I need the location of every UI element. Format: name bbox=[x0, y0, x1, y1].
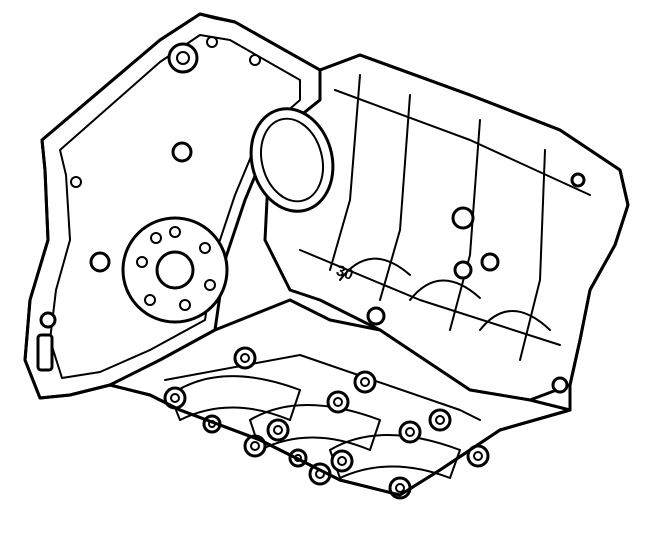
front-dowel-1 bbox=[249, 54, 261, 66]
flange-hole-2 bbox=[199, 242, 211, 254]
side-boss-4 bbox=[570, 172, 586, 188]
bolt bbox=[266, 418, 290, 442]
crank-cradle-2 bbox=[409, 279, 481, 301]
front-boss-left bbox=[89, 251, 111, 273]
side-web-2 bbox=[379, 94, 411, 301]
bearing-cap-3 bbox=[329, 434, 461, 479]
side-boss-3 bbox=[480, 252, 500, 272]
cam-bore bbox=[155, 250, 195, 290]
bolt bbox=[330, 449, 354, 473]
side-boss-2 bbox=[453, 260, 473, 280]
crank-cradle-3 bbox=[479, 310, 551, 331]
front-boss-upper bbox=[171, 141, 193, 163]
front-boss-top-hole bbox=[176, 51, 190, 65]
side-web-1 bbox=[329, 74, 361, 271]
flange-hole-5 bbox=[144, 294, 156, 306]
flange-hole-7 bbox=[150, 232, 162, 244]
cylinder-bore-front-inner bbox=[260, 117, 324, 203]
outer-silhouette bbox=[23, 12, 630, 497]
flange-hole-4 bbox=[179, 299, 191, 311]
flange-hole-1 bbox=[169, 226, 181, 238]
bolt bbox=[398, 420, 422, 444]
front-dowel-2 bbox=[206, 36, 218, 48]
side-web-3 bbox=[449, 119, 481, 331]
bolt bbox=[353, 370, 377, 394]
side-boss-6 bbox=[551, 376, 569, 394]
bolt bbox=[233, 346, 257, 370]
front-boss-lower bbox=[39, 311, 57, 329]
side-boss-1 bbox=[451, 206, 475, 230]
side-deck-line bbox=[334, 89, 591, 196]
side-lower-line bbox=[299, 249, 561, 346]
bolt bbox=[428, 408, 452, 432]
flange-hole-3 bbox=[204, 279, 216, 291]
flange-hole-6 bbox=[136, 256, 148, 268]
front-boss-top bbox=[167, 42, 199, 74]
crank-cradle-1 bbox=[339, 257, 411, 281]
front-port bbox=[36, 333, 54, 372]
side-boss-5 bbox=[366, 306, 386, 326]
casting-mark: 30 bbox=[334, 262, 355, 284]
bearing-cap-rail bbox=[164, 354, 481, 421]
bolt bbox=[326, 390, 350, 414]
front-dowel-3 bbox=[70, 176, 82, 188]
